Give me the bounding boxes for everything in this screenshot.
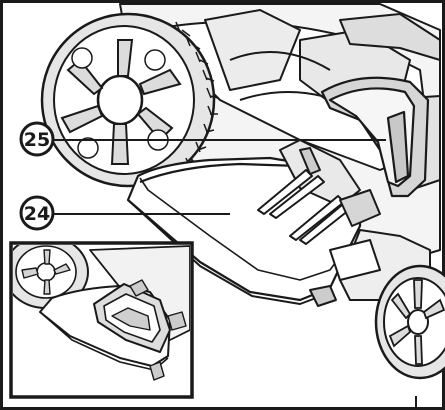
- tread-wheel: [40, 12, 219, 188]
- guide-clips: [257, 139, 381, 245]
- tread-wheel: [374, 264, 445, 380]
- callout-25: 25: [19, 121, 386, 157]
- upper-part: [320, 76, 430, 198]
- inset-detail: [9, 241, 194, 399]
- callout-number-24: 24: [24, 203, 50, 225]
- callout-circle-25: [19, 121, 55, 157]
- callout-number-25: 25: [24, 129, 50, 151]
- callout-circle-24: [19, 195, 55, 231]
- callout-24: 24: [19, 195, 230, 231]
